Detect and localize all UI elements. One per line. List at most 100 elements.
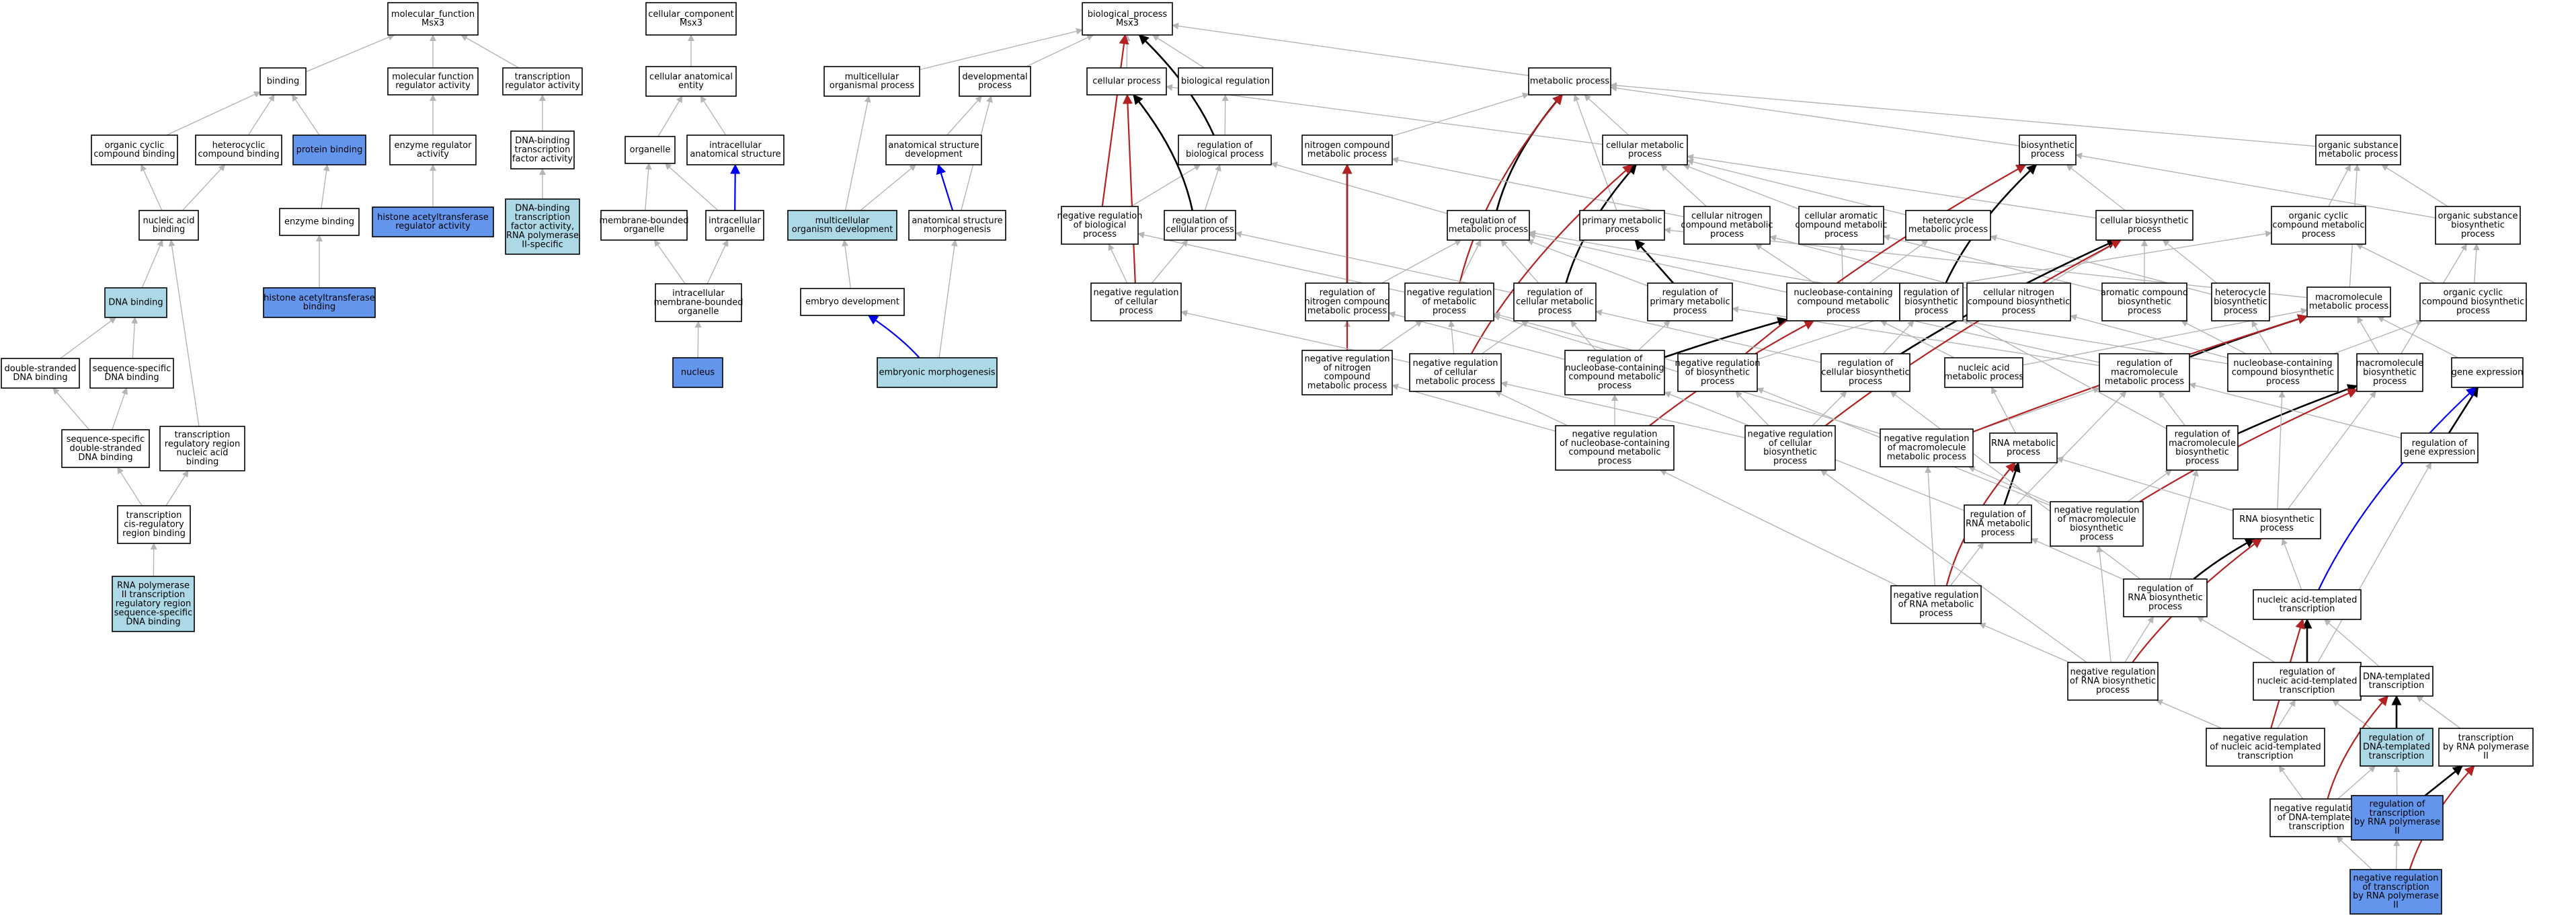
node-box bbox=[823, 66, 920, 97]
go-term-node-binding[interactable]: binding bbox=[259, 67, 307, 95]
go-term-node-embdev[interactable]: embryo development bbox=[800, 288, 905, 316]
go-term-node-dnab[interactable]: DNA binding bbox=[104, 287, 167, 318]
go-term-node-cp[interactable]: cellular process bbox=[1086, 67, 1167, 95]
go-term-node-genexp[interactable]: gene expression bbox=[2451, 357, 2524, 388]
go-term-node-breg[interactable]: biological regulation bbox=[1178, 67, 1273, 95]
go-term-node-rnccmp[interactable]: regulation ofnucleobase-containingcompou… bbox=[1564, 350, 1665, 395]
go-term-node-embmorph[interactable]: embryonic morphogenesis bbox=[877, 357, 998, 388]
node-label-line: enzyme binding bbox=[284, 217, 354, 227]
go-term-node-rmbp[interactable]: regulation ofmacromoleculebiosyntheticpr… bbox=[2166, 425, 2239, 471]
go-term-node-nucleus[interactable]: nucleus bbox=[672, 357, 723, 388]
go-term-node-enzbind[interactable]: enzyme binding bbox=[279, 208, 360, 236]
go-term-node-protbind[interactable]: protein binding bbox=[292, 135, 366, 165]
go-term-node-metp[interactable]: metabolic process bbox=[1528, 67, 1611, 95]
go-term-node-organelle[interactable]: organelle bbox=[625, 136, 676, 164]
